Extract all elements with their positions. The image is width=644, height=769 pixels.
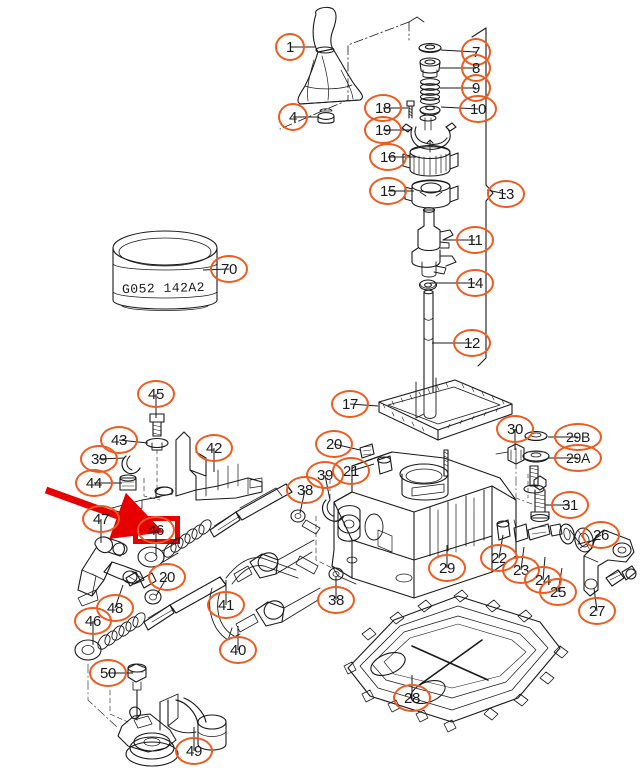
part-clamp-30	[495, 443, 525, 465]
callout-46: 46	[74, 607, 112, 635]
callout-19: 19	[364, 116, 402, 144]
part-29A	[522, 450, 550, 463]
callout-20: 20	[148, 563, 186, 591]
callout-29A: 29A	[554, 444, 602, 472]
part-screw-18	[406, 100, 415, 119]
callout-16: 16	[369, 143, 407, 171]
part-housing-29	[331, 449, 545, 599]
callout-14: 14	[456, 269, 494, 297]
part-detail-misc	[513, 519, 517, 529]
callout-40: 40	[219, 636, 257, 664]
part-collar-15	[404, 179, 459, 209]
callout-29: 29	[428, 554, 466, 582]
part-lever-47	[77, 536, 145, 607]
callout-46: 46	[137, 516, 175, 544]
part-selector-11	[411, 207, 457, 278]
callout-42: 42	[195, 434, 233, 462]
callout-38: 38	[286, 476, 324, 504]
part-shift-boot	[297, 6, 363, 105]
part-gasket-28	[343, 589, 569, 733]
callout-41: 41	[207, 591, 245, 619]
callout-47: 47	[82, 505, 120, 533]
part-boot-grommet	[317, 108, 335, 124]
part-bushing-8	[419, 57, 441, 78]
callout-38: 38	[317, 586, 355, 614]
callout-39: 39	[306, 461, 344, 489]
callout-43: 43	[100, 426, 138, 454]
part-washer-7	[418, 43, 442, 53]
callout-45: 45	[137, 380, 175, 408]
callout-4: 4	[278, 103, 308, 131]
callout-27: 27	[578, 597, 616, 625]
callout-49: 49	[175, 737, 213, 765]
part-shaft-group	[496, 519, 594, 553]
callout-12: 12	[453, 329, 491, 357]
callout-70: 70	[210, 255, 248, 283]
part-bracket-49	[87, 663, 227, 767]
callout-1: 1	[275, 33, 305, 61]
part-rod-12	[423, 289, 434, 397]
callout-17: 17	[331, 390, 369, 418]
callout-25: 25	[539, 578, 577, 606]
callout-26: 26	[582, 521, 620, 549]
part-gasket-17	[378, 377, 513, 441]
callout-15: 15	[369, 177, 407, 205]
callout-31: 31	[551, 491, 589, 519]
callout-13: 13	[487, 180, 525, 208]
callout-50: 50	[89, 659, 127, 687]
part-retainer-19	[401, 114, 457, 150]
part-bolt-31	[515, 459, 550, 523]
callout-20: 20	[315, 430, 353, 458]
part-washer-20-lower	[144, 589, 162, 605]
callout-11: 11	[456, 226, 494, 254]
callout-10: 10	[459, 95, 497, 123]
part-spring-9	[420, 78, 440, 105]
callout-44: 44	[75, 469, 113, 497]
callout-30: 30	[496, 415, 534, 443]
callout-28: 28	[393, 684, 431, 712]
